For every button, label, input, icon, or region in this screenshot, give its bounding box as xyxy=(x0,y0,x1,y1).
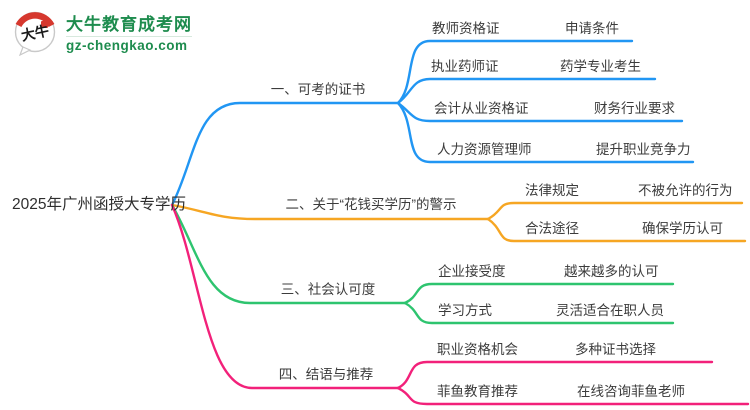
site-logo: 大牛 大牛教育成考网 gz-chengkao.com xyxy=(12,10,192,56)
node-label: 人力资源管理师 xyxy=(437,142,532,157)
node-label: 教师资格证 xyxy=(432,21,500,36)
logo-icon-text: 大牛 xyxy=(20,22,51,43)
daniu-logo-icon: 大牛 xyxy=(14,11,56,56)
node-value: 财务行业要求 xyxy=(594,101,675,116)
node-value: 确保学历认可 xyxy=(642,221,723,236)
node-label: 学习方式 xyxy=(438,303,492,318)
node-label: 菲鱼教育推荐 xyxy=(437,384,518,399)
branch-label-conclusion: 四、结语与推荐 xyxy=(278,367,374,382)
node-value: 多种证书选择 xyxy=(575,342,656,357)
central-topic: 2025年广州函授大专学历 xyxy=(12,196,186,213)
branch-certificates-lines xyxy=(170,39,695,207)
node-value: 不被允许的行为 xyxy=(638,183,733,198)
branch-warning-lines xyxy=(170,201,747,243)
node-value: 在线咨询菲鱼老师 xyxy=(577,384,685,399)
branch-label-warning: 二、关于“花钱买学历”的警示 xyxy=(285,197,457,212)
branch-conclusion-lines xyxy=(170,203,750,406)
logo-title: 大牛教育成考网 xyxy=(66,14,192,34)
logo-text-block: 大牛教育成考网 gz-chengkao.com xyxy=(66,14,192,53)
node-value: 药学专业考生 xyxy=(560,59,641,74)
node-value: 灵活适合在职人员 xyxy=(556,303,664,318)
node-value: 申请条件 xyxy=(565,21,619,36)
branch-recognition-lines xyxy=(170,203,675,325)
branch-label-recognition: 三、社会认可度 xyxy=(280,282,376,297)
node-label: 会计从业资格证 xyxy=(434,101,529,116)
node-label: 法律规定 xyxy=(525,183,579,198)
node-value: 提升职业竞争力 xyxy=(596,142,691,157)
node-label: 企业接受度 xyxy=(438,264,506,279)
node-label: 合法途径 xyxy=(525,221,579,236)
logo-domain: gz-chengkao.com xyxy=(66,35,192,53)
branch-label-certificates: 一、可考的证书 xyxy=(270,82,366,97)
node-label: 执业药师证 xyxy=(431,59,499,74)
node-value: 越来越多的认可 xyxy=(564,264,659,279)
node-label: 职业资格机会 xyxy=(437,342,518,357)
